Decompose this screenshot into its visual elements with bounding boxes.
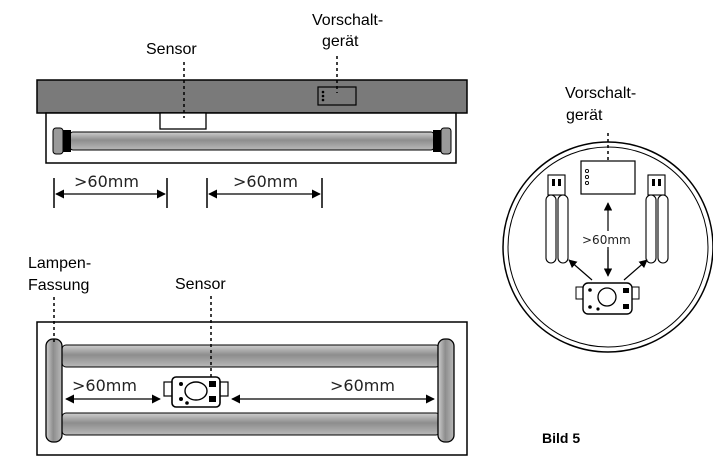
round-luminaire: >60mm Vorschalt- gerät <box>502 85 713 353</box>
tube-cap-right <box>433 130 442 152</box>
fluorescent-tube-top <box>69 131 435 151</box>
ballast-label-round-line1: Vorschalt- <box>565 85 636 102</box>
lamp-socket-label-line1: Lampen- <box>28 255 91 272</box>
tube-cap-left <box>62 130 71 152</box>
compact-lamp-right <box>645 174 669 264</box>
arrow-to-right-lamp <box>623 259 648 281</box>
top-luminaire: Sensor Vorschalt- gerät >60mm >60mm <box>36 12 468 208</box>
figure-caption: Bild 5 <box>542 430 580 446</box>
ballast-terminals-icon <box>321 90 325 102</box>
sensor-label-top: Sensor <box>146 41 197 58</box>
fluorescent-tube-lower <box>61 412 441 436</box>
dim-label-bottom-right: >60mm <box>330 376 395 395</box>
ballast-box-round <box>580 160 636 195</box>
ceiling-housing <box>36 79 468 114</box>
lamp-socket-left <box>45 338 63 443</box>
ballast-label-top-line1: Vorschalt- <box>312 12 383 29</box>
ballast-label-round-line2: gerät <box>566 107 603 124</box>
dim-label-round: >60mm <box>582 233 631 247</box>
dim-label-bottom-left: >60mm <box>72 376 137 395</box>
sensor-module-bottom <box>163 376 229 408</box>
sensor-top <box>159 112 207 130</box>
sensor-module-round <box>575 282 640 315</box>
arrow-to-left-lamp <box>568 259 593 281</box>
dim-label-top-right: >60mm <box>233 172 298 191</box>
sensor-label-bottom: Sensor <box>175 276 226 293</box>
socket-left <box>52 127 64 155</box>
lamp-socket-right <box>437 338 455 443</box>
bottom-luminaire: >60mm >60mm Lampen- Fassung Sensor <box>28 255 468 456</box>
dim-label-round-bg <box>580 231 636 247</box>
compact-lamp-left <box>545 174 569 264</box>
ballast-terminals-round-icon <box>584 168 590 186</box>
ballast-label-top-line2: gerät <box>322 33 359 50</box>
dim-label-top-left: >60mm <box>74 172 139 191</box>
lamp-socket-label-line2: Fassung <box>28 277 89 294</box>
fluorescent-tube-upper <box>61 344 441 368</box>
socket-right <box>440 127 452 155</box>
